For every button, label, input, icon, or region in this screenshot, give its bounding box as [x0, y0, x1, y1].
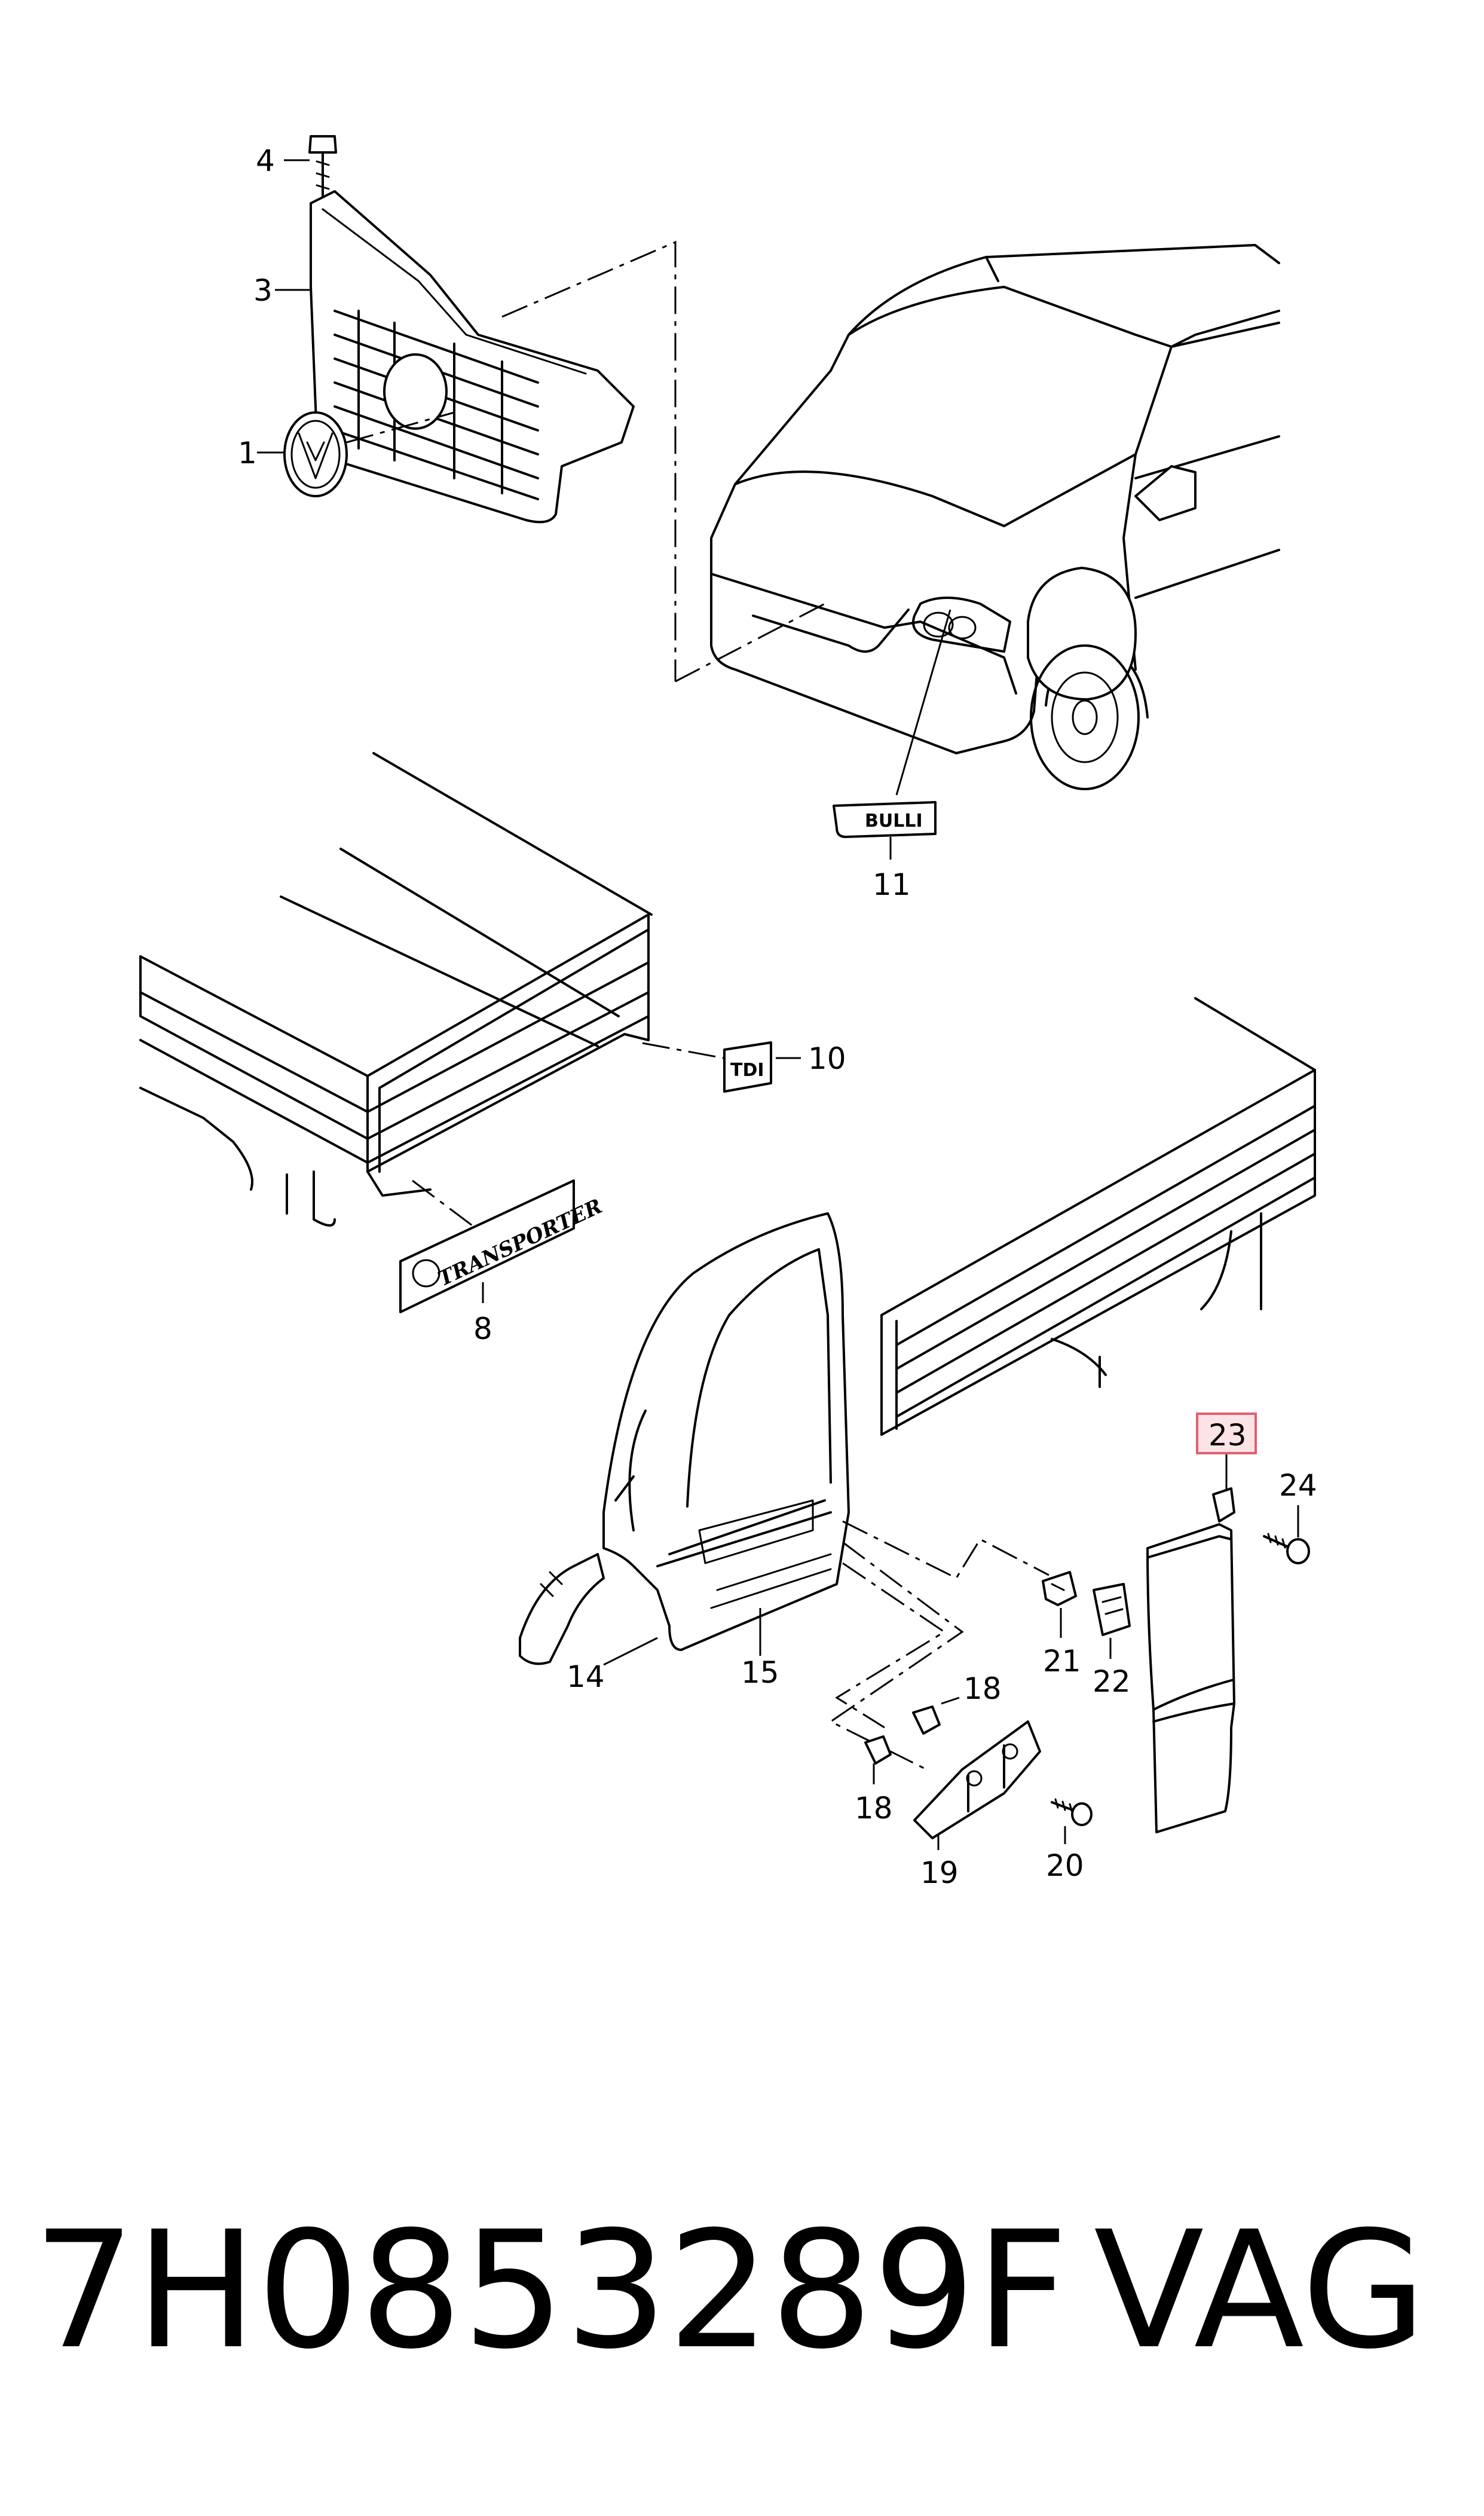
footer-brand: VAG: [1094, 2196, 1427, 2384]
callout-15: 15: [741, 1655, 779, 1690]
callout-24: 24: [1279, 1468, 1317, 1503]
mount-dash-1: [842, 1520, 1049, 1579]
bulli-badge-text: BULLI: [865, 811, 923, 831]
tdi-badge-text: TDI: [730, 1060, 764, 1081]
grille-dash-2: [346, 411, 455, 444]
bulli-leader: [895, 609, 951, 796]
callout-20: 20: [1046, 1848, 1084, 1883]
leader-14: [603, 1637, 658, 1666]
vw-emblem: [283, 411, 348, 497]
clip-18-upper: [912, 1705, 941, 1735]
tdi-badge: TDI: [723, 1041, 772, 1093]
mount-dash-3: [835, 1562, 946, 1729]
grille-screw: [308, 135, 337, 198]
bulli-badge: BULLI: [833, 801, 937, 838]
callout-10: 10: [808, 1041, 846, 1076]
callout-23-highlight: 23: [1196, 1413, 1257, 1454]
transporter-badge: TRANSPORTER: [399, 1179, 606, 1313]
transporter-dash: [412, 1179, 473, 1227]
callout-19: 19: [920, 1855, 959, 1890]
mud-flap-23: [1146, 1487, 1235, 1833]
radiator-grille: [310, 190, 635, 524]
callout-18-upper: 18: [963, 1671, 1002, 1706]
van-body: [710, 244, 1280, 790]
cab-pillar-frame: [519, 1212, 850, 1665]
bolt-24: [1263, 1533, 1310, 1564]
clip-22: [1093, 1583, 1131, 1636]
callout-18-lower: 18: [855, 1791, 893, 1826]
bolt-20: [1051, 1798, 1093, 1826]
mount-dash-2: [829, 1541, 964, 1771]
leader-18-upper: [941, 1696, 960, 1705]
callout-3: 3: [253, 273, 273, 308]
footer-part-code: 7H0853289F: [33, 2196, 1069, 2384]
callout-22: 22: [1093, 1664, 1131, 1699]
upper-pickup-bed: [139, 752, 653, 1227]
grille-dash-1: [501, 240, 677, 681]
callout-8: 8: [473, 1312, 492, 1346]
clip-18-lower: [864, 1735, 892, 1765]
bracket-19: [913, 1720, 1041, 1839]
callout-23: 23: [1208, 1418, 1247, 1453]
callout-14: 14: [567, 1659, 605, 1694]
lower-pickup-bed: [880, 997, 1316, 1436]
callout-4: 4: [256, 143, 275, 178]
callout-11: 11: [873, 867, 911, 902]
grille-dash-3: [675, 603, 825, 683]
clip-21: [1042, 1571, 1077, 1606]
tdi-dash: [642, 1042, 724, 1059]
callout-1: 1: [238, 436, 257, 470]
callout-21: 21: [1043, 1644, 1081, 1679]
